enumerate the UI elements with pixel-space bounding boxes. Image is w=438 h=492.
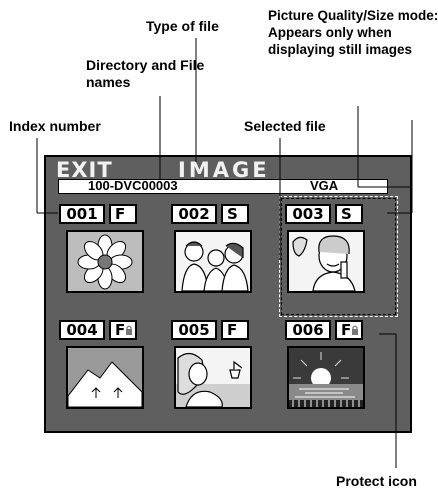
file-type-label: F <box>115 321 126 339</box>
file-type: S <box>335 204 363 224</box>
callout-protect-icon: Protect icon <box>336 473 417 489</box>
screen-title: IMAGE <box>178 158 270 182</box>
thumbnail-woman-selected[interactable] <box>287 230 365 293</box>
file-type-label: F <box>341 321 352 339</box>
callout-type-of-file: Type of file <box>146 18 219 34</box>
protect-icon <box>126 325 132 335</box>
thumbnail-sunset[interactable] <box>287 346 365 409</box>
thumbnail-people[interactable] <box>174 230 252 293</box>
callout-picture-quality: Picture Quality/Size mode: Appears only … <box>268 8 438 57</box>
callout-index-number: Index number <box>9 118 101 134</box>
index-number: 001 <box>59 204 105 224</box>
file-type: F <box>221 320 249 340</box>
directory-file-name: 100-DVC00003 <box>88 178 178 193</box>
index-screen: EXIT IMAGE 100-DVC00003 VGA 001 F 002 S <box>44 155 412 433</box>
quality-mode: VGA <box>310 178 339 193</box>
index-number: 004 <box>59 320 105 340</box>
file-type: F <box>109 204 137 224</box>
file-type: S <box>221 204 249 224</box>
index-number: 002 <box>171 204 217 224</box>
exit-label[interactable]: EXIT <box>56 158 113 182</box>
index-number: 006 <box>285 320 331 340</box>
thumbnail-flower[interactable] <box>66 230 144 293</box>
selection-frame <box>279 196 398 317</box>
file-type: F <box>335 320 363 340</box>
file-type: F <box>109 320 137 340</box>
index-number: 003 <box>285 204 331 224</box>
callout-directory-file-names: Directory and File names <box>86 57 205 90</box>
callout-selected-file: Selected file <box>244 118 326 134</box>
protect-icon <box>352 325 358 335</box>
thumbnail-mountain[interactable] <box>66 346 144 409</box>
index-number: 005 <box>171 320 217 340</box>
thumbnail-beach[interactable] <box>174 346 252 409</box>
